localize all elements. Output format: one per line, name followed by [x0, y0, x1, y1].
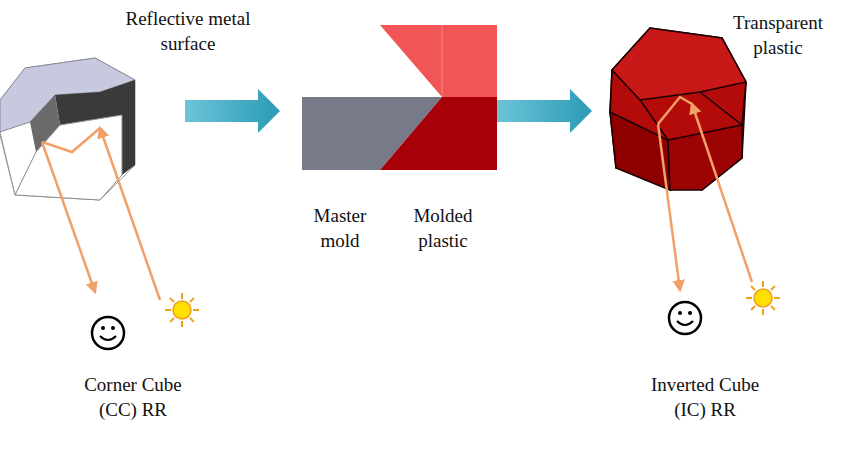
process-arrow: [497, 89, 592, 133]
observer-smiley: [92, 317, 124, 349]
caption-label: Master mold: [300, 203, 380, 253]
caption-label: Molded plastic: [403, 203, 483, 253]
light-ray: [42, 128, 160, 300]
mold-square: [302, 25, 497, 170]
inverted-cube: [610, 28, 746, 190]
light-source-sun: [165, 293, 199, 327]
caption-label: Corner Cube (CC) RR: [67, 372, 199, 422]
caption-label: Reflective metal surface: [124, 6, 252, 56]
caption-label: Inverted Cube (IC) RR: [636, 372, 774, 422]
observer-smiley: [669, 302, 701, 334]
process-arrow: [185, 89, 280, 133]
caption-label: Transparent plastic: [722, 10, 834, 60]
light-source-sun: [746, 281, 780, 315]
light-ray: [658, 97, 752, 290]
corner-cube: [0, 58, 135, 200]
